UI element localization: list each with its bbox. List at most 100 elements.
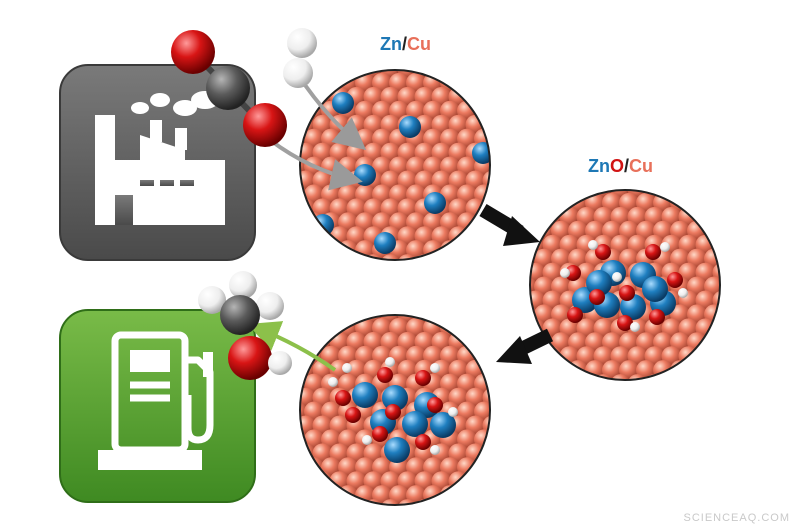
copper-atom bbox=[509, 318, 529, 338]
copper-atom bbox=[482, 443, 490, 464]
copper-atom bbox=[474, 45, 494, 65]
copper-atom bbox=[670, 165, 690, 185]
copper-atom bbox=[474, 485, 490, 505]
copper-atom bbox=[712, 190, 720, 199]
copper-atom bbox=[517, 165, 537, 185]
factory-panel bbox=[59, 64, 256, 261]
copper-atom bbox=[721, 360, 741, 380]
copper-atom bbox=[346, 499, 367, 505]
copper-atom bbox=[279, 198, 299, 218]
copper-atom bbox=[338, 290, 358, 310]
copper-atom bbox=[491, 374, 511, 394]
copper-atom bbox=[457, 485, 477, 505]
copper-atom bbox=[321, 240, 341, 260]
copper-atom bbox=[712, 318, 720, 339]
copper-atom bbox=[300, 457, 307, 478]
copper-atom bbox=[704, 165, 724, 185]
copper-atom bbox=[491, 402, 511, 422]
copper-atom bbox=[500, 143, 520, 163]
copper-atom bbox=[491, 157, 511, 177]
copper-atom bbox=[721, 304, 741, 324]
copper-atom bbox=[500, 304, 520, 324]
copper-atom bbox=[500, 304, 520, 324]
oxygen-atom bbox=[645, 244, 661, 260]
copper-atom bbox=[500, 165, 520, 185]
copper-atom bbox=[270, 157, 290, 177]
copper-atom bbox=[491, 73, 511, 93]
copper-atom bbox=[730, 318, 750, 338]
copper-atom bbox=[500, 415, 520, 435]
copper-atom bbox=[482, 499, 490, 505]
factory-icon bbox=[95, 91, 225, 225]
copper-atom bbox=[474, 240, 490, 260]
copper-atom bbox=[730, 374, 750, 394]
copper-atom bbox=[730, 290, 750, 310]
copper-atom bbox=[491, 129, 511, 149]
copper-atom bbox=[530, 190, 546, 199]
copper-atom bbox=[304, 290, 324, 310]
copper-atom bbox=[695, 374, 716, 380]
copper-atom bbox=[300, 485, 307, 505]
copper-atom bbox=[687, 165, 707, 185]
copper-atom bbox=[500, 443, 520, 463]
copper-atom bbox=[465, 471, 486, 492]
oxygen-atom bbox=[335, 390, 351, 406]
copper-atom bbox=[287, 290, 307, 310]
copper-atom bbox=[730, 179, 750, 199]
hydrogen-atom bbox=[430, 363, 440, 373]
copper-atom bbox=[380, 254, 401, 260]
copper-atom bbox=[730, 346, 750, 366]
hydrogen-atom bbox=[342, 363, 352, 373]
copper-atom bbox=[457, 290, 477, 310]
copper-atom bbox=[270, 485, 290, 505]
copper-atom bbox=[695, 346, 716, 367]
copper-atom bbox=[448, 315, 469, 324]
copper-atom bbox=[300, 212, 307, 233]
copper-atom bbox=[695, 190, 716, 199]
copper-atom bbox=[431, 315, 452, 324]
zinc-atom bbox=[402, 411, 428, 437]
copper-atom bbox=[474, 72, 490, 93]
copper-atom bbox=[509, 179, 529, 199]
copper-atom bbox=[279, 226, 299, 246]
oxygen-atom bbox=[589, 289, 605, 305]
copper-atom bbox=[304, 485, 324, 505]
copper-atom bbox=[270, 402, 290, 422]
copper-atom bbox=[270, 184, 290, 204]
copper-atom bbox=[687, 192, 707, 213]
hydrogen-atom bbox=[660, 242, 670, 252]
copper-atom bbox=[721, 249, 741, 269]
copper-atom bbox=[491, 457, 511, 477]
copper-atom bbox=[482, 114, 490, 135]
copper-atom bbox=[542, 374, 563, 380]
copper-atom bbox=[279, 388, 299, 408]
copper-atom bbox=[465, 315, 486, 324]
copper-atom bbox=[491, 318, 511, 338]
copper-atom bbox=[534, 165, 554, 185]
copper-atom bbox=[279, 499, 299, 519]
copper-atom bbox=[661, 374, 682, 380]
copper-atom bbox=[653, 360, 673, 380]
copper-atom bbox=[270, 45, 290, 65]
fuel-panel bbox=[59, 309, 256, 503]
copper-atom bbox=[678, 374, 699, 380]
copper-atom bbox=[482, 70, 490, 79]
copper-atom bbox=[431, 254, 452, 260]
copper-atom bbox=[346, 254, 367, 260]
copper-atom bbox=[338, 45, 358, 65]
copper-atom bbox=[704, 332, 720, 353]
copper-atom bbox=[500, 170, 520, 190]
oxygen-atom bbox=[427, 397, 443, 413]
copper-atom bbox=[465, 254, 486, 260]
copper-atom bbox=[300, 317, 307, 338]
copper-atom bbox=[304, 317, 324, 338]
copper-atom bbox=[568, 165, 588, 185]
watermark: SCIENCEAQ.COM bbox=[683, 512, 790, 524]
hydrogen-atom bbox=[678, 288, 688, 298]
copper-atom bbox=[423, 290, 443, 310]
copper-atom bbox=[730, 263, 750, 283]
zinc-atom bbox=[374, 232, 396, 254]
zinc-atom bbox=[382, 385, 408, 411]
oxygen-atom bbox=[415, 370, 431, 386]
copper-atom bbox=[312, 254, 333, 260]
